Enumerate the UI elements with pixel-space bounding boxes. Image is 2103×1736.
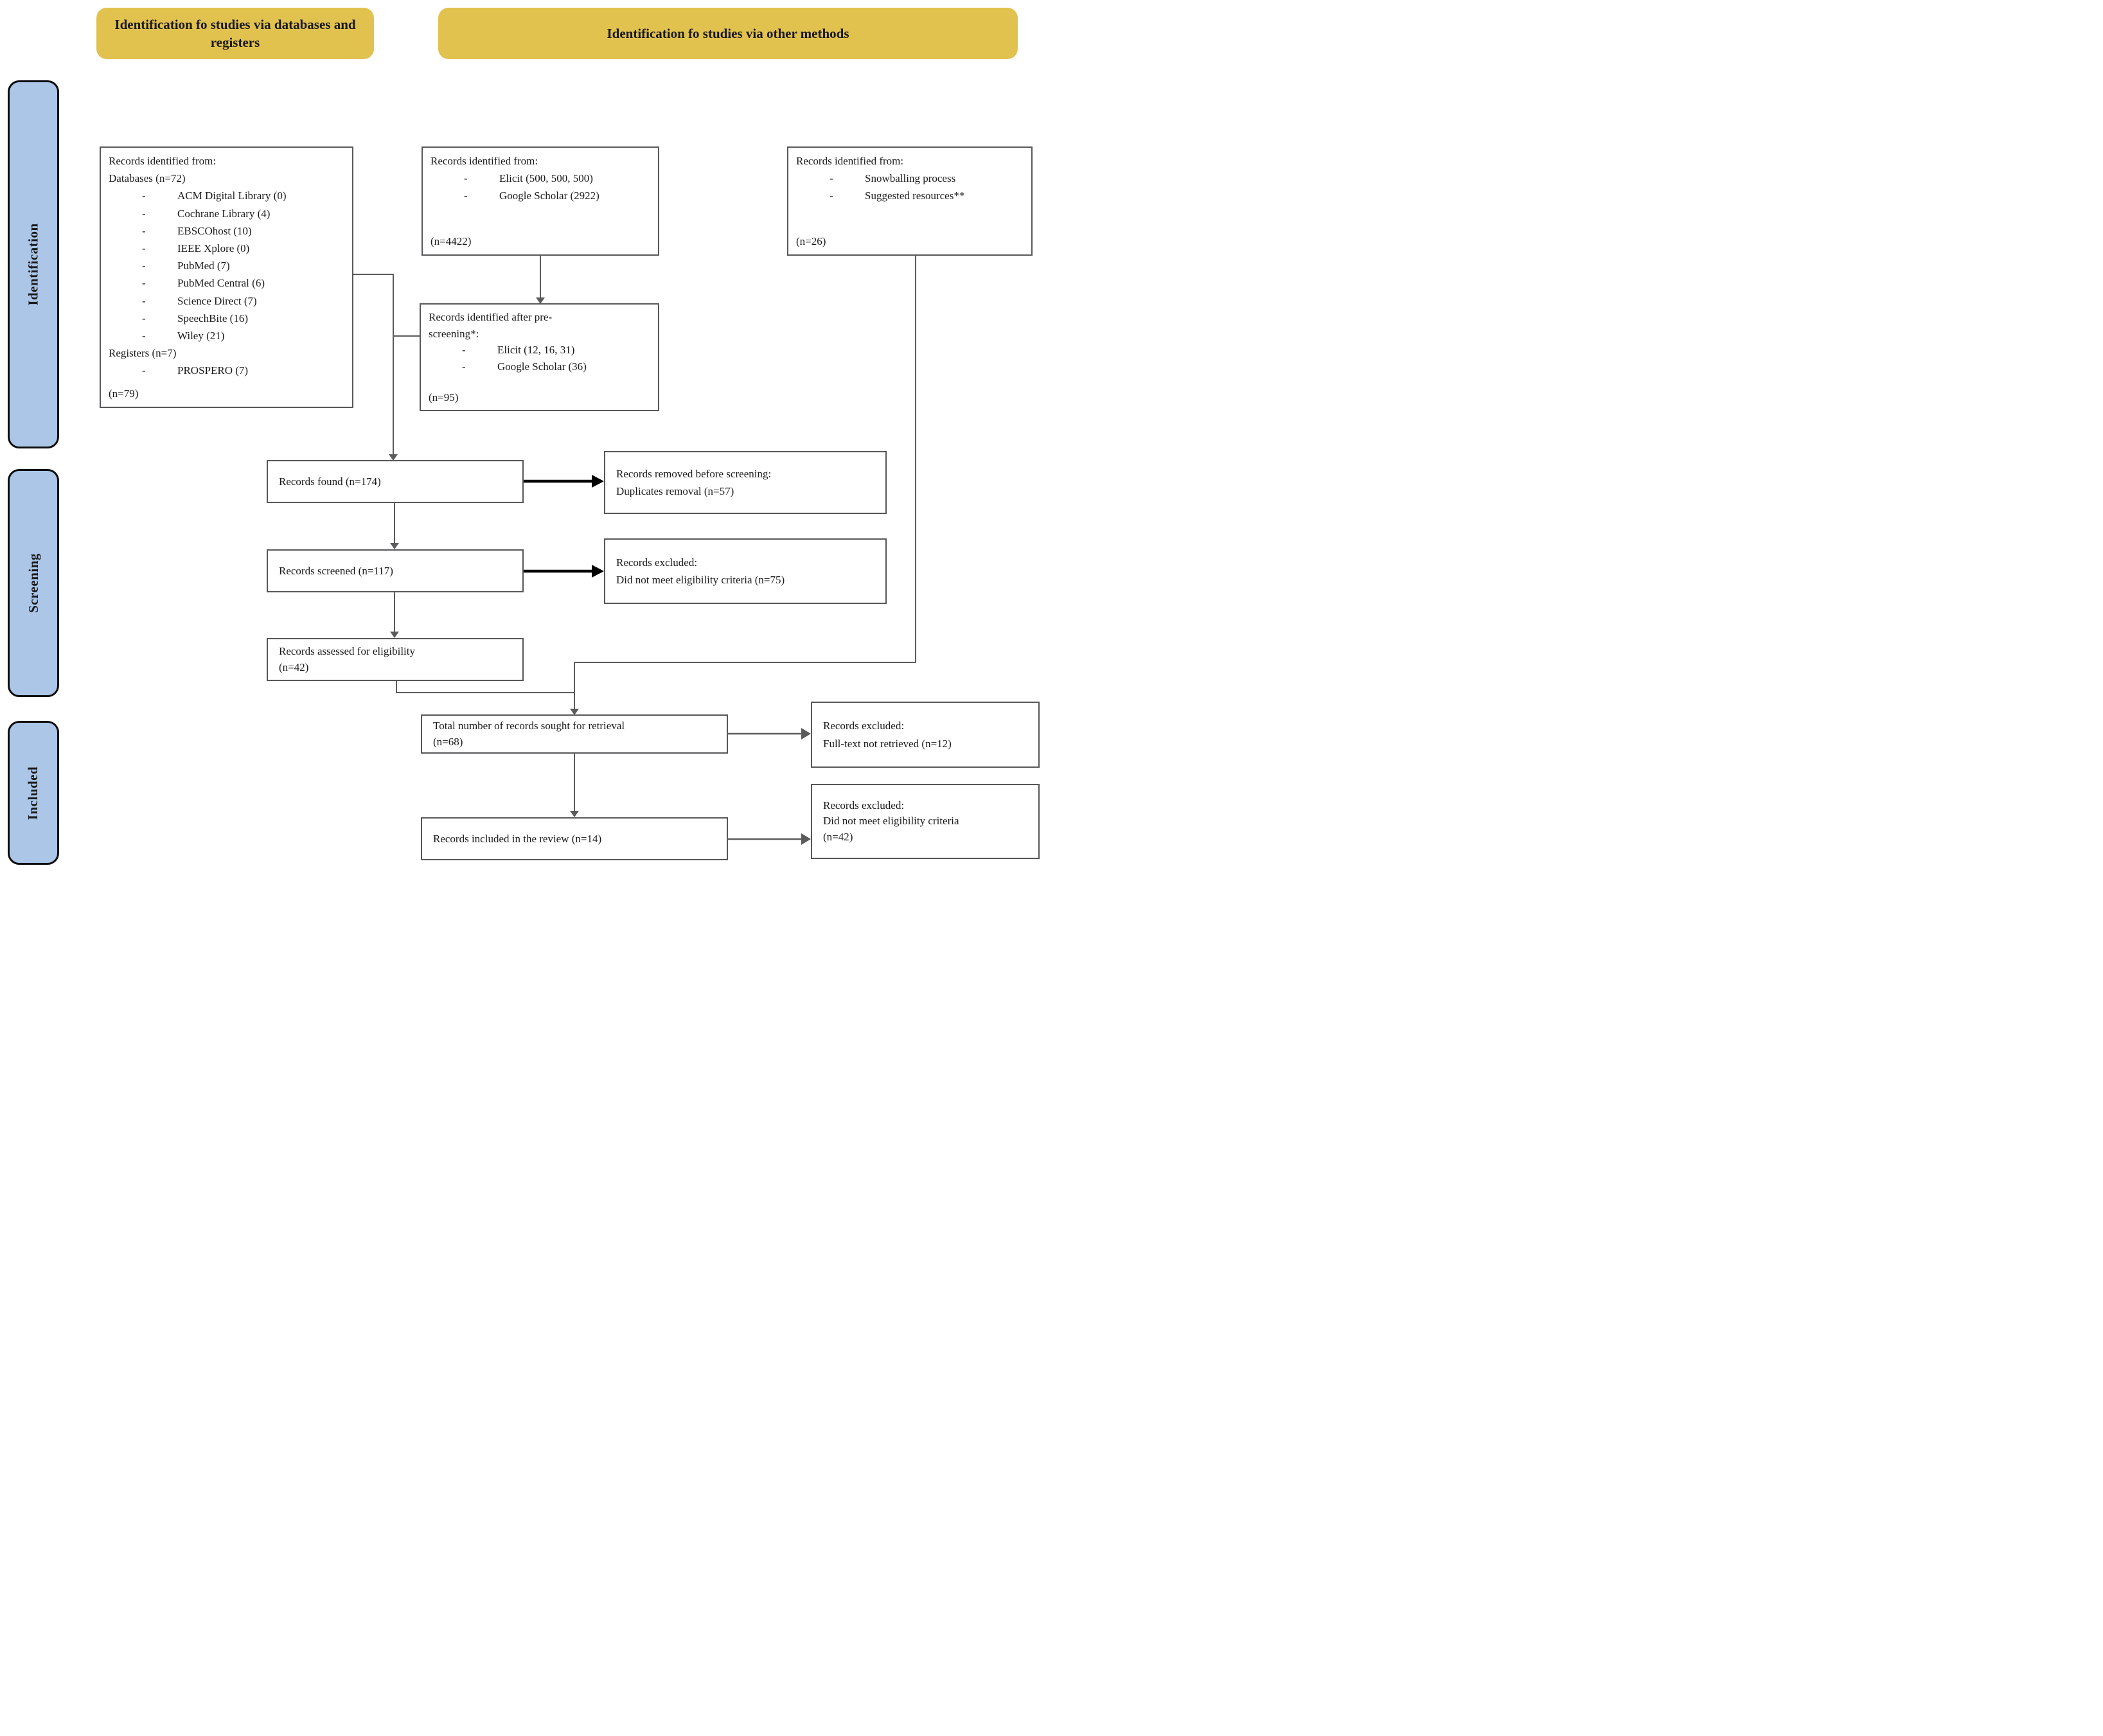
box-text: Records screened (n=117): [279, 564, 393, 577]
list-item: Google Scholar (36): [429, 359, 650, 375]
box-intro: Records identified from:: [796, 155, 904, 167]
box-line: Records excluded:: [823, 799, 905, 811]
prisma-flow-diagram: Identification fo studies via databases …: [0, 0, 1051, 868]
connector-assessed-to-junction: [396, 681, 574, 693]
list-item: SpeechBite (16): [109, 310, 344, 327]
stage-identification: Identification: [8, 80, 59, 448]
list-item: Suggested resources**: [796, 187, 1024, 204]
box-records-removed-before-screening: Records removed before screening: Duplic…: [604, 451, 887, 514]
box-records-identified-other-sources: Records identified from: Elicit (500, 50…: [421, 146, 659, 256]
box-line: Records removed before screening:: [616, 467, 772, 480]
arrowhead-into-included: [570, 811, 579, 817]
connector-databases-to-found: [353, 274, 394, 455]
box-text: Records included in the review (n=14): [433, 832, 602, 845]
arrowhead-into-removed: [592, 475, 604, 488]
list-item: Google Scholar (2922): [430, 187, 650, 204]
box-line: Records excluded:: [616, 556, 698, 569]
box-line: Duplicates removal (n=57): [616, 485, 734, 497]
list-item: PROSPERO (7): [109, 362, 344, 379]
box-text: Records found (n=174): [279, 475, 381, 488]
box-line: (n=42): [279, 660, 309, 673]
box-intro: Records identified from:: [109, 155, 217, 167]
box-line: Total number of records sought for retri…: [433, 719, 625, 732]
box-records-prescreening: Records identified after pre-screening*:…: [420, 303, 659, 411]
stage-screening: Screening: [8, 469, 59, 697]
list-item: ACM Digital Library (0): [109, 187, 344, 204]
stage-identification-label: Identification: [25, 223, 41, 306]
box-line: Records excluded:: [823, 720, 905, 732]
box-line: Did not meet eligibility criteria: [823, 815, 959, 828]
box-total-count: (n=79): [109, 387, 139, 400]
box-intro: Records identified after pre-screening*:: [429, 311, 553, 340]
list-item: PubMed (7): [109, 257, 344, 274]
list-item: EBSCOhost (10): [109, 222, 344, 240]
box-records-assessed-eligibility: Records assessed for eligibility (n=42): [267, 638, 524, 681]
arrowhead-into-screened: [390, 543, 399, 549]
box-records-included-review: Records included in the review (n=14): [421, 817, 728, 860]
box-total-count: (n=95): [429, 391, 459, 403]
list-item: PubMed Central (6): [109, 274, 344, 292]
stage-screening-label: Screening: [25, 553, 41, 613]
box-records-excluded-review: Records excluded: Did not meet eligibili…: [811, 784, 1040, 859]
arrowhead-into-excluded-retrieval: [801, 728, 811, 740]
arrowhead-into-assessed: [390, 632, 399, 638]
list-item: Cochrane Library (4): [109, 205, 344, 222]
box-records-excluded-screening: Records excluded: Did not meet eligibili…: [604, 538, 887, 604]
box-records-screened: Records screened (n=117): [267, 549, 524, 592]
box-line: Did not meet eligibility criteria (n=75): [616, 574, 785, 586]
box-intro: Records identified from:: [430, 155, 538, 167]
list-item: Snowballing process: [796, 170, 1024, 187]
box-records-identified-databases: Records identified from: Databases (n=72…: [100, 146, 353, 408]
box-line: (n=68): [433, 735, 463, 748]
stage-included-label: Included: [25, 766, 41, 820]
list-item: Elicit (12, 16, 31): [429, 342, 650, 359]
header-other-methods: Identification fo studies via other meth…: [438, 8, 1018, 59]
box-line: (n=42): [823, 830, 853, 843]
box-records-excluded-retrieval: Records excluded: Full-text not retrieve…: [811, 702, 1040, 768]
group-databases-label: Databases (n=72): [109, 172, 186, 185]
stage-included: Included: [8, 721, 59, 865]
box-line: Full-text not retrieved (n=12): [823, 737, 952, 750]
box-records-found: Records found (n=174): [267, 460, 524, 503]
list-item: IEEE Xplore (0): [109, 240, 344, 257]
box-total-count: (n=4422): [430, 235, 472, 247]
box-records-identified-snowballing: Records identified from: Snowballing pro…: [787, 146, 1033, 256]
arrowhead-into-excluded-screening: [592, 565, 604, 578]
list-item: Wiley (21): [109, 327, 344, 344]
header-databases-registers: Identification fo studies via databases …: [96, 8, 374, 59]
arrowhead-into-excluded-review: [801, 833, 811, 845]
box-total-count: (n=26): [796, 235, 826, 247]
list-item: Science Direct (7): [109, 292, 344, 310]
box-line: Records assessed for eligibility: [279, 644, 415, 657]
list-item: Elicit (500, 500, 500): [430, 170, 650, 187]
box-total-sought-retrieval: Total number of records sought for retri…: [421, 714, 728, 754]
group-registers-label: Registers (n=7): [109, 347, 177, 360]
